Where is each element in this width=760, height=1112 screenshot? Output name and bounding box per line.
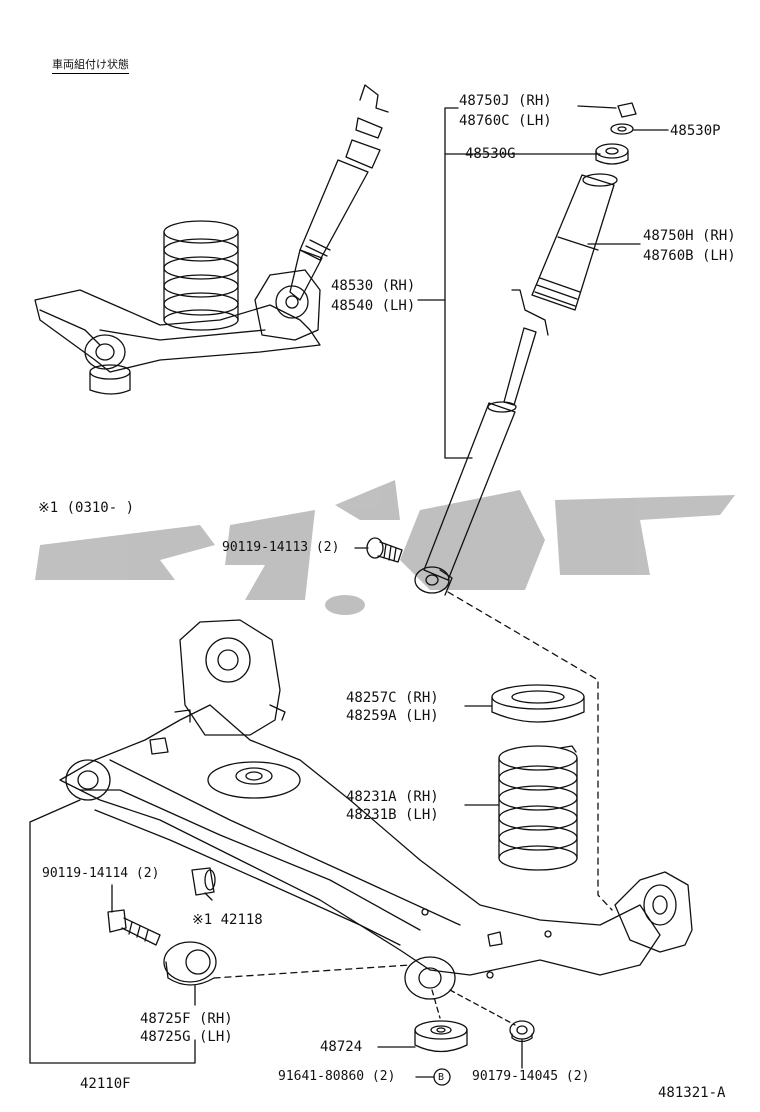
part-label-48760C: 48760C (LH)	[459, 113, 552, 129]
bolt-90119-14113	[366, 537, 403, 563]
part-label-48760B: 48760B (LH)	[643, 248, 736, 264]
installed-view	[34, 84, 389, 395]
part-label-48231A: 48231A (RH)	[346, 789, 439, 805]
part-label-90179-14045: 90179-14045 (2)	[472, 1069, 590, 1084]
part-label-48750H: 48750H (RH)	[643, 228, 736, 244]
note-production-date: ※1 (0310- )	[38, 500, 135, 516]
stopper-48724	[414, 1020, 468, 1053]
part-label-48259A: 48259A (LH)	[346, 708, 439, 724]
part-label-42118: ※1 42118	[192, 912, 263, 928]
shock-absorber-exploded	[414, 102, 637, 596]
bushing-42118	[191, 867, 216, 896]
part-label-48530: 48530 (RH)	[331, 278, 416, 294]
part-label-48530G: 48530G	[465, 146, 516, 162]
part-label-48540: 48540 (LH)	[331, 298, 416, 314]
leader-dashed-shock	[447, 591, 613, 911]
part-label-48750J: 48750J (RH)	[459, 93, 552, 109]
rear-axle-beam	[59, 619, 693, 1000]
bushing-48725F	[163, 941, 217, 986]
diagram-code: 481321-A	[658, 1085, 726, 1101]
part-label-48231B: 48231B (LH)	[346, 807, 439, 823]
part-label-90119-14114: 90119-14114 (2)	[42, 866, 160, 881]
leader-dashed-bushing	[213, 964, 411, 979]
part-label-91641-80860: 91641-80860 (2)	[278, 1069, 396, 1084]
diagram-title: 車両組付け状態	[52, 57, 129, 74]
part-label-42110F: 42110F	[80, 1076, 131, 1092]
part-label-48257C: 48257C (RH)	[346, 690, 439, 706]
coil-spring-exploded	[491, 684, 585, 871]
part-label-48725G: 48725G (LH)	[140, 1029, 233, 1045]
leader-lines	[29, 105, 669, 1078]
part-label-48725F: 48725F (RH)	[140, 1011, 233, 1027]
part-label-48724: 48724	[320, 1039, 363, 1055]
ref-circle-b-letter: B	[438, 1072, 445, 1083]
nut-90179-14045	[509, 1020, 535, 1043]
watermark-logo	[35, 480, 735, 615]
bolt-90119-14114	[107, 909, 161, 946]
part-label-90119-14113: 90119-14113 (2)	[222, 540, 340, 555]
part-label-48530P: 48530P	[670, 123, 721, 139]
